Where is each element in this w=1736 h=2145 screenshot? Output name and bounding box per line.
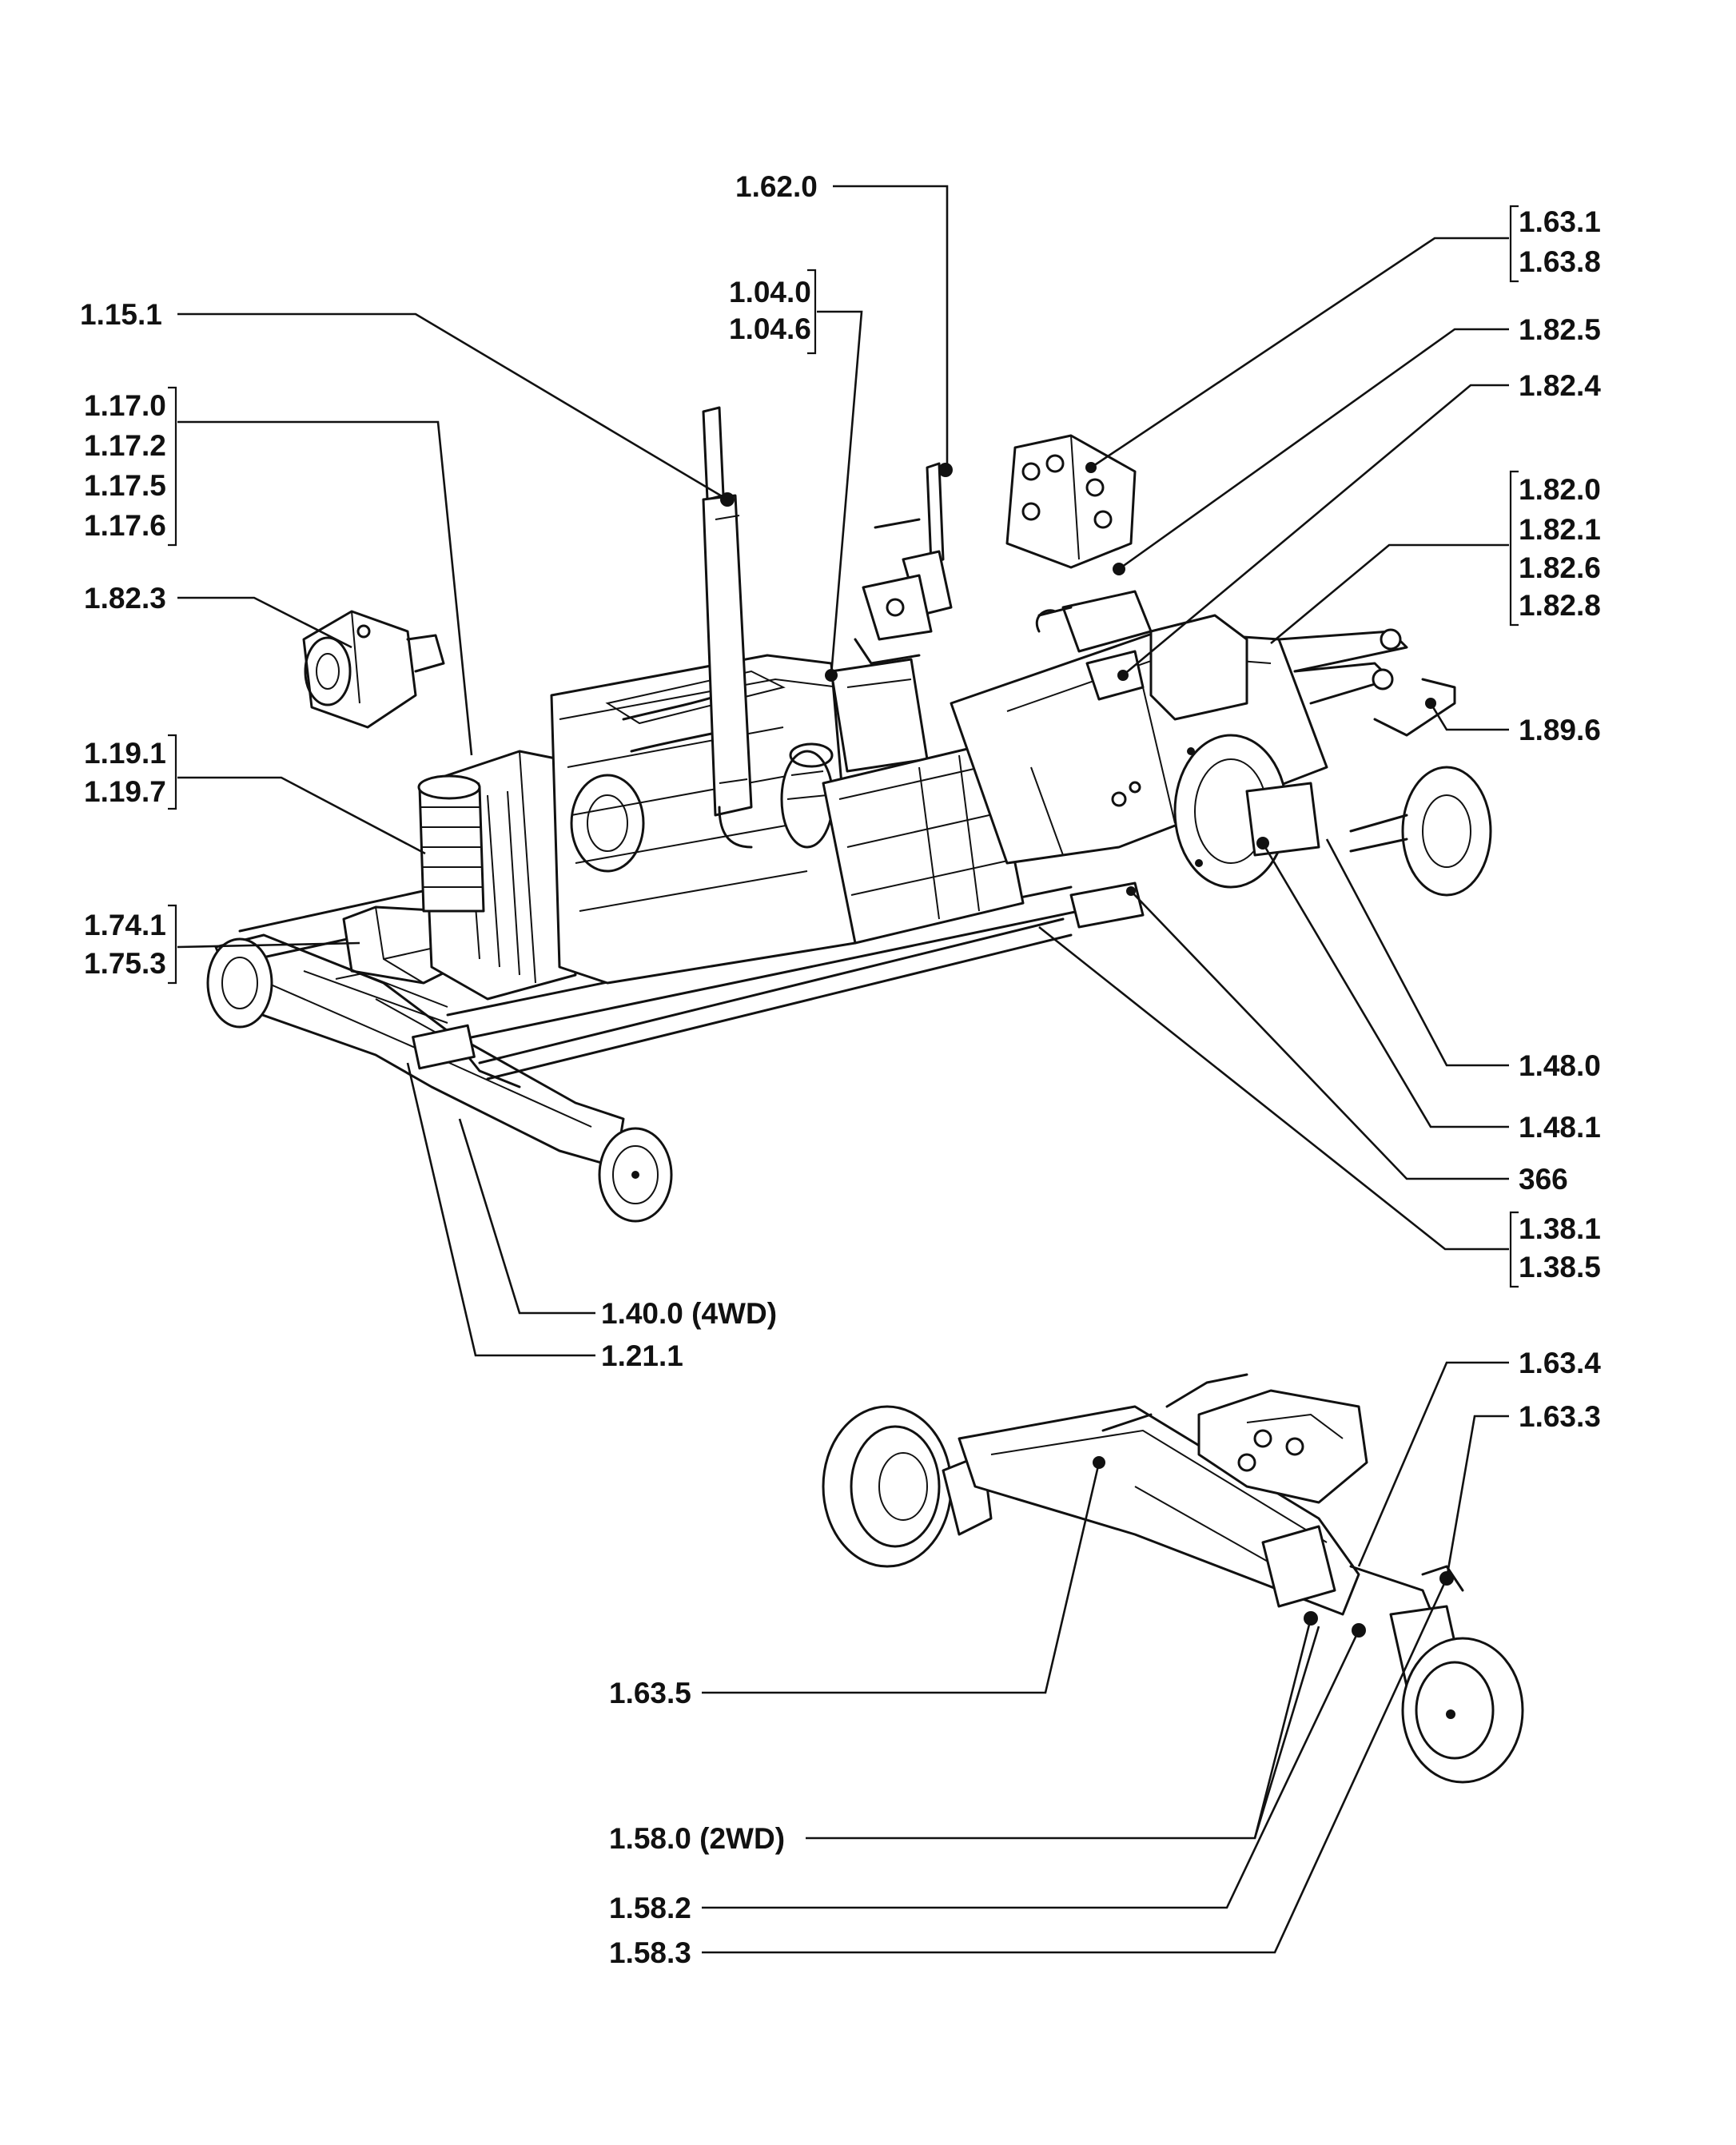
front-axle-2wd-drawing (822, 1373, 1524, 1784)
label-1-82-8: 1.82.8 (1519, 589, 1601, 622)
label-brackets (168, 205, 1519, 1288)
label-1-17-2: 1.17.2 (84, 429, 166, 462)
label-1-40-0-4wd: 1.40.0 (4WD) (601, 1297, 777, 1330)
label-1-89-6: 1.89.6 (1519, 714, 1601, 746)
label-1-38-1: 1.38.1 (1519, 1212, 1601, 1245)
label-1-63-1: 1.63.1 (1519, 205, 1601, 238)
part-labels: 1.62.0 1.04.0 1.04.6 1.15.1 1.17.0 1.17.… (80, 170, 1601, 1969)
label-1-17-5: 1.17.5 (84, 469, 166, 502)
label-1-04-0: 1.04.0 (729, 276, 811, 308)
label-1-82-4: 1.82.4 (1519, 369, 1601, 402)
label-1-82-5: 1.82.5 (1519, 313, 1601, 346)
label-1-17-6: 1.17.6 (84, 509, 166, 542)
label-1-19-1: 1.19.1 (84, 737, 166, 770)
steering-pump (302, 610, 445, 729)
label-1-17-0: 1.17.0 (84, 389, 166, 422)
exhaust-muffler (702, 406, 753, 849)
label-1-58-0-2wd: 1.58.0 (2WD) (609, 1822, 785, 1855)
label-1-04-6: 1.04.6 (729, 312, 811, 345)
air-intake-bellows (417, 774, 485, 913)
label-1-38-5: 1.38.5 (1519, 1251, 1601, 1283)
steering-valve-block (1005, 434, 1137, 569)
rear-axle-housing (950, 614, 1328, 865)
steering-column (854, 462, 953, 665)
label-1-48-0: 1.48.0 (1519, 1049, 1601, 1082)
label-1-15-1: 1.15.1 (80, 298, 162, 331)
leader-lines (177, 185, 1509, 1954)
front-drive-shaft (478, 881, 1145, 1080)
label-1-21-1: 1.21.1 (601, 1339, 683, 1372)
label-1-82-3: 1.82.3 (84, 582, 166, 615)
label-1-74-1: 1.74.1 (84, 909, 166, 941)
label-1-82-1: 1.82.1 (1519, 513, 1601, 546)
label-1-58-2: 1.58.2 (609, 1892, 691, 1924)
label-1-82-0: 1.82.0 (1519, 473, 1601, 506)
label-1-75-3: 1.75.3 (84, 947, 166, 980)
rear-hub-flange (1173, 734, 1320, 889)
label-1-48-1: 1.48.1 (1519, 1111, 1601, 1144)
label-366: 366 (1519, 1163, 1568, 1196)
label-1-63-8: 1.63.8 (1519, 245, 1601, 278)
label-1-63-3: 1.63.3 (1519, 1400, 1601, 1433)
label-1-19-7: 1.19.7 (84, 775, 166, 808)
label-1-63-5: 1.63.5 (609, 1677, 691, 1709)
label-1-62-0: 1.62.0 (735, 170, 818, 203)
engine-block (550, 654, 857, 985)
hydraulic-control (1036, 563, 1153, 701)
label-1-82-6: 1.82.6 (1519, 551, 1601, 584)
label-1-58-3: 1.58.3 (609, 1936, 691, 1969)
tractor-assembly-drawing (206, 406, 1492, 1223)
label-1-63-4: 1.63.4 (1519, 1347, 1601, 1379)
gearbox-housing (822, 742, 1025, 945)
